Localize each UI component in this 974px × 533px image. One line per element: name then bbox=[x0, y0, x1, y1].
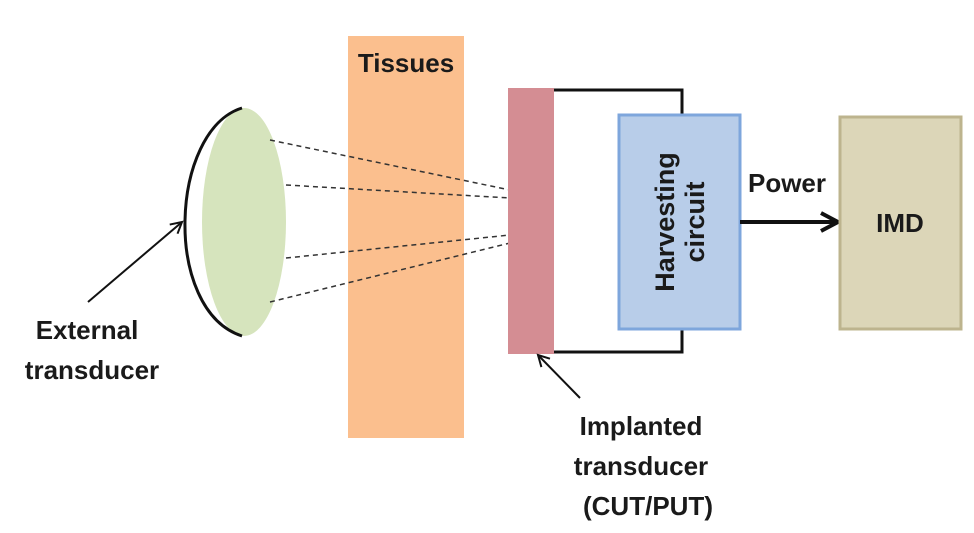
tissues-label: Tissues bbox=[358, 48, 454, 78]
tissues-block bbox=[348, 36, 464, 438]
wire-top bbox=[553, 88, 684, 115]
external-label-line1: External bbox=[36, 315, 139, 345]
external-callout-arrow bbox=[87, 222, 182, 303]
imd-label: IMD bbox=[876, 208, 924, 238]
harvesting-circuit-block bbox=[617, 113, 742, 331]
external-label-line2: transducer bbox=[25, 355, 159, 385]
beam-line bbox=[269, 139, 511, 191]
beam-line bbox=[285, 234, 511, 259]
external-transducer-backing bbox=[183, 106, 243, 338]
implanted-label-line1: Implanted bbox=[580, 411, 703, 441]
harvesting-label-line1: Harvesting bbox=[650, 152, 680, 292]
wire-bottom bbox=[553, 329, 684, 354]
external-transducer bbox=[202, 108, 286, 336]
harvesting-label-line2: circuit bbox=[680, 181, 710, 262]
beam-line bbox=[285, 184, 511, 199]
imd-block bbox=[838, 115, 963, 331]
implanted-transducer bbox=[508, 88, 554, 354]
implanted-label-line3: (CUT/PUT) bbox=[583, 491, 713, 521]
implanted-label-line2: transducer bbox=[574, 451, 708, 481]
implanted-callout-arrow bbox=[538, 355, 581, 399]
power-label: Power bbox=[748, 168, 826, 198]
